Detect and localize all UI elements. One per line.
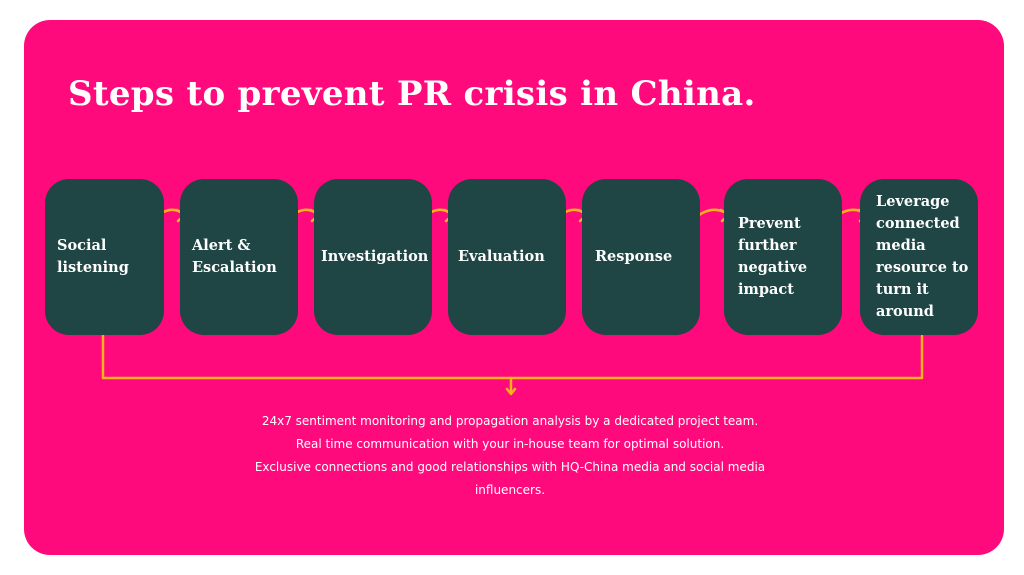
step-prevent-further-negative-impact: Prevent further negative impact xyxy=(724,179,842,335)
step-alert-escalation: Alert & Escalation xyxy=(180,179,298,335)
step-label: Prevent further negative impact xyxy=(738,215,808,298)
step-label: Alert & Escalation xyxy=(192,237,277,276)
description-line: Real time communication with your in-hou… xyxy=(295,437,725,451)
step-label: Response xyxy=(595,248,673,265)
step-label: Social listening xyxy=(57,237,129,276)
step-label: Leverage connected media resource to tur… xyxy=(876,193,969,320)
description-line: 24x7 sentiment monitoring and propagatio… xyxy=(261,414,759,428)
step-evaluation: Evaluation xyxy=(448,179,566,335)
page-title: Steps to prevent PR crisis in China. xyxy=(68,74,756,114)
service-description: 24x7 sentiment monitoring and propagatio… xyxy=(210,410,810,502)
description-line: Exclusive connections and good relations… xyxy=(254,460,766,497)
step-label: Evaluation xyxy=(458,248,545,265)
step-leverage-media-resource: Leverage connected media resource to tur… xyxy=(860,179,978,335)
step-label: Investigation xyxy=(321,248,429,265)
step-social-listening: Social listening xyxy=(45,179,164,335)
step-response: Response xyxy=(582,179,700,335)
step-investigation: Investigation xyxy=(314,179,432,335)
